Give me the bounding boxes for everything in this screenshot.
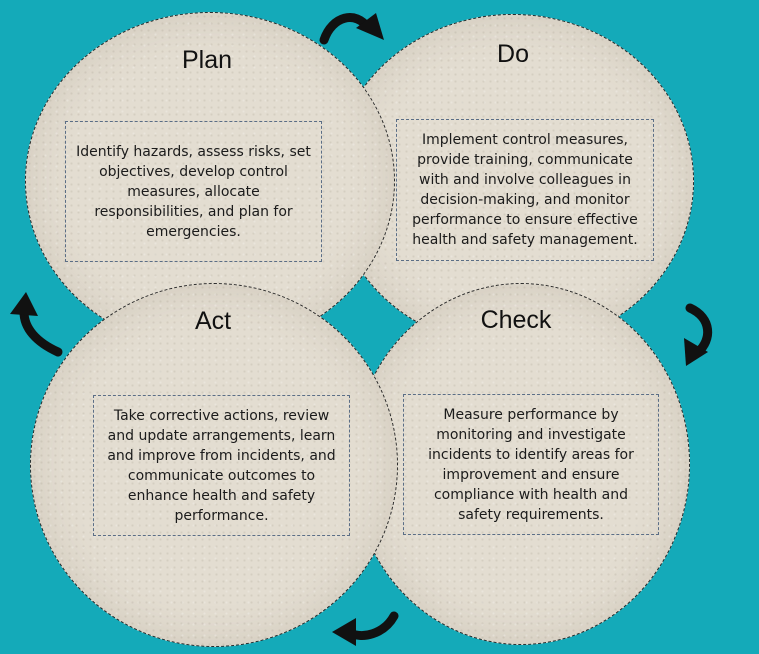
plan-description: Identify hazards, assess risks, set obje…	[76, 143, 311, 240]
curved-arrow-icon	[332, 611, 399, 646]
act-description: Take corrective actions, review and upda…	[107, 407, 336, 524]
act-title: Act	[194, 307, 232, 335]
curved-arrow-icon	[684, 303, 713, 366]
do-description: Implement control measures, provide trai…	[412, 132, 638, 248]
do-description-box: Implement control measures, provide trai…	[396, 119, 654, 261]
curved-arrow-icon	[319, 13, 384, 45]
check-title: Check	[480, 306, 552, 334]
act-circle	[30, 283, 398, 647]
do-title: Do	[497, 40, 529, 68]
check-description-box: Measure performance by monitoring and in…	[403, 394, 659, 535]
act-description-box: Take corrective actions, review and upda…	[93, 395, 350, 536]
plan-title: Plan	[181, 46, 233, 74]
check-circle	[352, 283, 690, 645]
plan-description-box: Identify hazards, assess risks, set obje…	[65, 121, 322, 262]
check-description: Measure performance by monitoring and in…	[428, 406, 634, 523]
curved-arrow-icon	[10, 292, 63, 357]
